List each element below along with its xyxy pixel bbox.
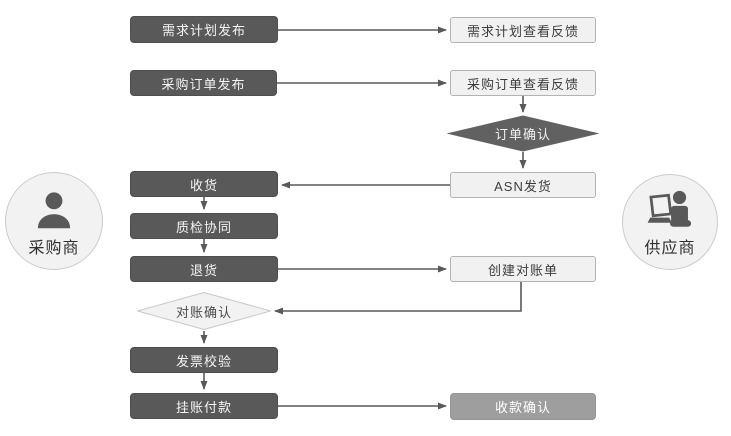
- node-quality-collab: 质检协同: [130, 213, 278, 239]
- node-receive-goods: 收货: [130, 171, 278, 197]
- supplier-actor-circle: 供应商: [622, 174, 718, 270]
- node-return-goods: 退货: [130, 256, 278, 282]
- diamond-shape-dark: [446, 115, 600, 152]
- node-invoice-verify: 发票校验: [130, 347, 278, 373]
- decision-statement-confirm: 对账确认: [137, 292, 271, 330]
- node-po-publish: 采购订单发布: [130, 70, 277, 96]
- decision-statement-confirm-label: 对账确认: [175, 304, 232, 320]
- decision-order-confirm: 订单确认: [446, 115, 600, 152]
- supplier-person-laptop-icon: [647, 190, 692, 227]
- node-po-feedback: 采购订单查看反馈: [450, 70, 596, 96]
- supplier-label: 供应商: [644, 239, 696, 257]
- node-create-statement: 创建对账单: [450, 256, 596, 282]
- node-book-payment: 挂账付款: [130, 393, 278, 419]
- buyer-label: 采购商: [28, 239, 80, 257]
- node-demand-plan-feedback: 需求计划查看反馈: [450, 17, 596, 43]
- node-asn-ship: ASN发货: [450, 172, 596, 198]
- buyer-person-icon: [37, 191, 71, 228]
- diamond-shape-light: [137, 292, 271, 330]
- node-payment-confirm: 收款确认: [450, 393, 596, 420]
- decision-order-confirm-label: 订单确认: [494, 127, 551, 142]
- buyer-actor-circle: 采购商: [5, 172, 103, 270]
- node-demand-plan-publish: 需求计划发布: [130, 16, 278, 43]
